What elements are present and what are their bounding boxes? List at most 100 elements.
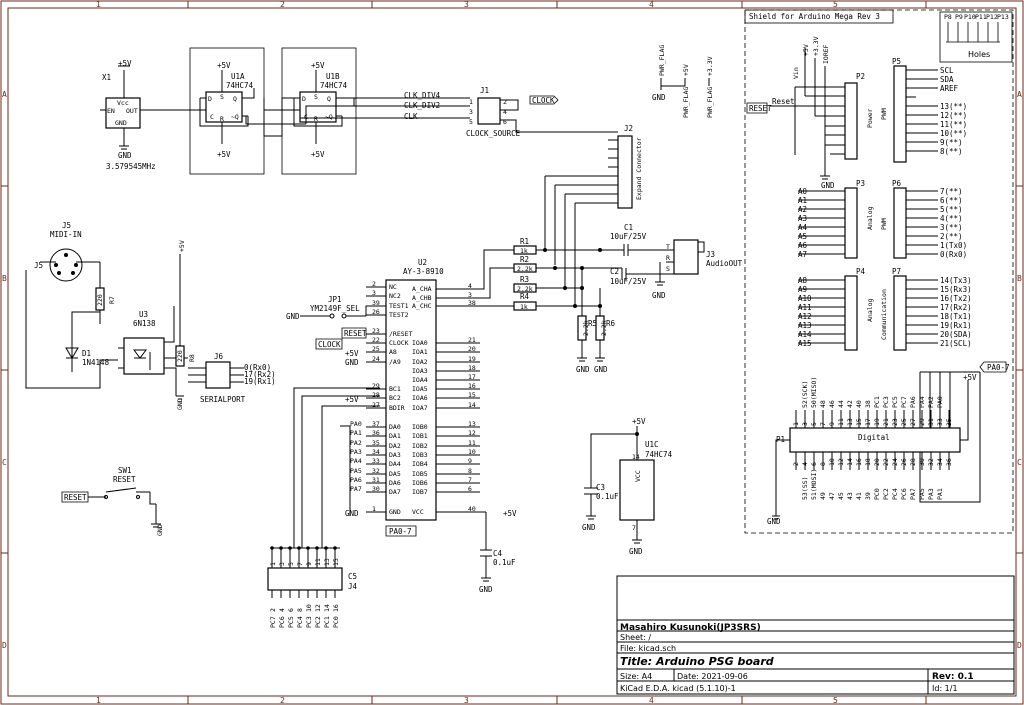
- pin-label: 19(Rx1): [940, 321, 972, 330]
- net-clk: CLK: [404, 112, 418, 121]
- power-5v: +5V: [217, 61, 231, 70]
- p1-bottom-label: PC4: [891, 488, 899, 500]
- pa-net-label: PA5: [350, 467, 362, 475]
- pin-num: 14: [468, 401, 476, 409]
- u2-pin-name: IOB7: [412, 488, 428, 496]
- pin-num: 10: [828, 458, 836, 466]
- j4-value: C5: [348, 572, 357, 581]
- p1-bottom-label: 53(SS): [801, 477, 809, 500]
- u2-pin-name: IOB1: [412, 432, 428, 440]
- pin-num: 7: [296, 562, 304, 566]
- pin-label: 18(Tx1): [940, 312, 972, 321]
- pin-num: 16: [468, 382, 476, 390]
- u2-ref: U2: [418, 258, 427, 267]
- pin-num: 8: [819, 462, 827, 466]
- p1-bottom-label: 43: [846, 492, 854, 500]
- pin-label: 4(**): [940, 214, 963, 223]
- p1-top-label: 52(SCK): [801, 381, 809, 408]
- pin-num: 13: [846, 418, 854, 426]
- clock-net-label: CLOCK: [532, 96, 555, 105]
- pin-num: 18: [468, 364, 476, 372]
- title-field: Title: Arduino PSG board: [620, 655, 774, 668]
- u2-pin-name: IOB3: [412, 451, 428, 459]
- pa-bus-label: PA0-7: [987, 363, 1010, 372]
- power-gnd: GND: [286, 312, 300, 321]
- pa-net-label: PA6: [350, 476, 362, 484]
- p1-top-label: PA4: [918, 396, 926, 408]
- pin-num: 26: [372, 308, 380, 316]
- col-label: 5: [833, 696, 838, 705]
- pin-num: 13: [323, 558, 331, 566]
- pin-num: 6: [468, 485, 472, 493]
- connector-j4: C5 J4 12PC734PC656PC578PC4910PC31112PC21…: [267, 546, 358, 628]
- sheet-field: Sheet: /: [620, 633, 651, 642]
- p5-value: PWM: [880, 108, 888, 120]
- p1-top-label: PC3: [882, 396, 890, 408]
- p1-top-label: PA6: [909, 396, 917, 408]
- holes-label: Holes: [968, 50, 990, 59]
- pin-num: 4: [801, 462, 809, 466]
- pwr-flag-label: PWR_FLAG: [682, 87, 690, 118]
- power-gnd: GND: [576, 365, 590, 374]
- pin-label: A2: [798, 205, 807, 214]
- p2-ref: P2: [856, 72, 865, 81]
- u2-pin-name: A8: [389, 348, 397, 356]
- p5-ref: P5: [892, 57, 901, 66]
- jumper-jp1: JP1 YM2149F_SEL GND: [286, 295, 372, 321]
- u2-pin-name: BC1: [389, 385, 401, 393]
- p1-bottom-label: PA3: [927, 488, 935, 500]
- vin-label: Vin: [792, 67, 800, 79]
- pin-num: 1: [792, 422, 800, 426]
- pin-num: 17: [864, 418, 872, 426]
- pin-num: 3: [801, 422, 809, 426]
- pin-num: 3: [469, 108, 473, 116]
- hole-label: P10: [964, 13, 976, 21]
- pin-num: 22: [372, 336, 380, 344]
- pin-label: A12: [798, 312, 812, 321]
- pin-num: 1: [469, 98, 473, 106]
- pin-label: A10: [798, 294, 812, 303]
- pin-num: 8: [468, 467, 472, 475]
- power-5v: +5V: [217, 150, 231, 159]
- u1a-pin-c: C: [210, 113, 214, 121]
- pc-net-label: PC1: [323, 616, 331, 628]
- pin-num: 25: [900, 418, 908, 426]
- pa-net-label: PA7: [350, 485, 362, 493]
- net-clk-div4: CLK_DIV4: [404, 91, 441, 100]
- pin-label: 0(Rx0): [244, 363, 271, 372]
- u1a-pin-nq: ~Q: [231, 113, 239, 121]
- jp1-ref: JP1: [328, 295, 342, 304]
- pin-num: 7: [819, 422, 827, 426]
- p1-top-label: PC7: [900, 396, 908, 408]
- u1c-pin-vcc: VCC: [634, 470, 642, 482]
- c2-ref: C2: [610, 267, 619, 276]
- u2-pin-name: BDIR: [389, 404, 405, 412]
- u1b-pin-d: D: [302, 95, 306, 103]
- pin-num: 31: [927, 418, 935, 426]
- r6-ref: R6: [606, 319, 616, 328]
- pin-label: A0: [798, 187, 808, 196]
- row-label: C: [1017, 458, 1022, 467]
- p1-bottom-label: PC0: [873, 488, 881, 500]
- tool-field: KiCad E.D.A. kicad (5.1.10)-1: [620, 684, 736, 693]
- power-5v: +5V: [178, 240, 186, 252]
- u1b-ref: U1B: [326, 72, 340, 81]
- clock-net-label: CLOCK: [318, 340, 341, 349]
- r5-value: 2.2k: [582, 320, 590, 336]
- p1-bottom-label: 49: [819, 492, 827, 500]
- pin-num: 5: [810, 422, 818, 426]
- pin-num: 36: [372, 429, 380, 437]
- reset-net-label: RESET: [64, 493, 87, 502]
- flipflop-u1a: U1A 74HC74 D C Q ~Q S R +5V +5V: [189, 47, 265, 175]
- pin-label: 13(**): [940, 102, 967, 111]
- author-name: Masahiro Kusunoki(JP3SRS): [620, 623, 761, 633]
- c3-value: 0.1uF: [596, 492, 619, 501]
- pin-num: 10: [468, 448, 476, 456]
- r6-value: 2.2k: [600, 320, 608, 336]
- pa-bus-label: PA0-7: [389, 527, 412, 536]
- col-label: 3: [464, 0, 469, 9]
- file-field: File: kicad.sch: [620, 644, 676, 653]
- u2-pin-name: NC2: [389, 292, 401, 300]
- pin-label: A3: [798, 214, 807, 223]
